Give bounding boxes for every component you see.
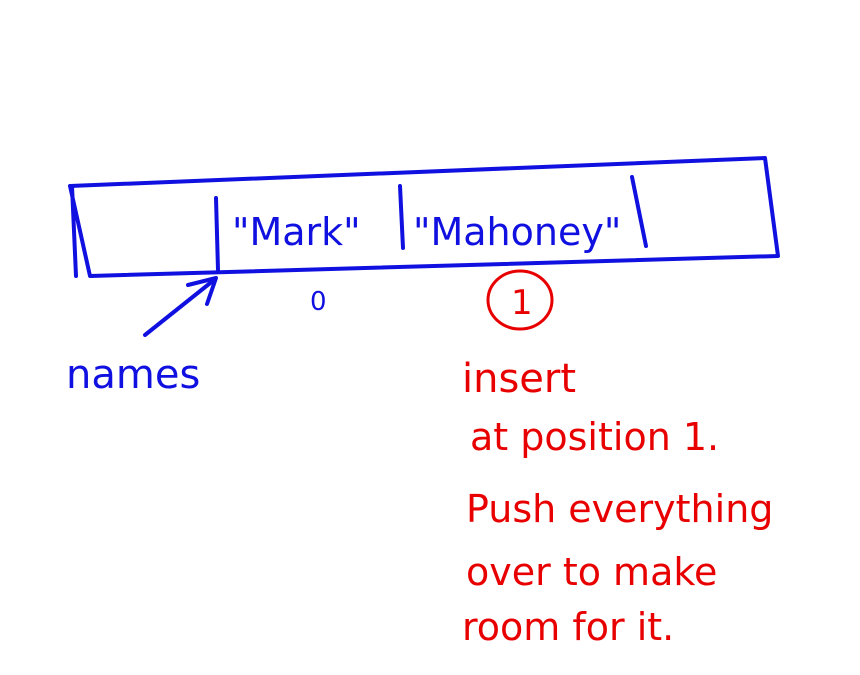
note-line-2: at position 1. bbox=[470, 415, 719, 459]
index-1-circle bbox=[486, 269, 554, 331]
note: insert at position 1. Push everything ov… bbox=[462, 356, 773, 649]
array-divider-2 bbox=[630, 175, 648, 248]
note-line-5: room for it. bbox=[462, 605, 674, 649]
note-line-3: Push everything bbox=[466, 487, 773, 531]
array-divider-0 bbox=[214, 196, 220, 272]
array-cell-mark: "Mark" bbox=[232, 210, 361, 254]
note-line-4: over to make bbox=[466, 550, 717, 594]
array-box bbox=[68, 156, 780, 278]
array-divider-1 bbox=[398, 184, 405, 250]
pointer-label-names: names bbox=[66, 352, 200, 398]
array-cell-mahoney: "Mahoney" bbox=[413, 210, 621, 254]
index-1: 1 bbox=[511, 283, 533, 323]
pointer-arrow bbox=[143, 276, 218, 337]
index-0: 0 bbox=[310, 287, 327, 317]
note-line-1: insert bbox=[462, 356, 576, 402]
